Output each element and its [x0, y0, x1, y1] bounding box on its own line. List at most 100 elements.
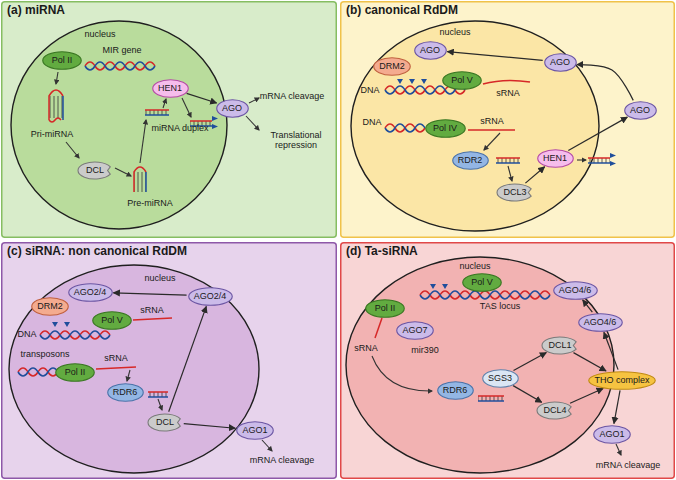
oval-outline	[553, 281, 597, 299]
oval-outline	[414, 41, 446, 59]
label-box: DNA	[362, 117, 381, 127]
oval-outline	[537, 149, 573, 167]
annotation-label: sRNA	[480, 116, 504, 126]
protein-label: HEN1	[543, 153, 567, 163]
oval-outline	[374, 57, 411, 75]
label-box: Pri-miRNA	[31, 129, 74, 139]
duplex-strand	[145, 109, 169, 111]
label-box: Translational repression	[260, 130, 332, 151]
protein-label: AGO	[550, 57, 570, 67]
duplex-strand	[588, 162, 610, 164]
annotation-label: Pre-miRNA	[127, 198, 173, 208]
ago-oval: AGO1	[593, 425, 631, 444]
base-pairs	[145, 110, 169, 115]
oval-outline	[32, 297, 69, 315]
annotation-label: mRNA cleavage	[260, 91, 325, 101]
base-pairs	[134, 172, 146, 192]
protein-label: AGO4/6	[559, 285, 592, 295]
ago-oval: AGO	[414, 41, 447, 60]
nucleus-label: nucleus	[459, 261, 490, 271]
oval-outline	[589, 371, 656, 389]
ago-oval: AGO1	[236, 421, 274, 440]
protein-label: AGO1	[599, 429, 624, 439]
protein-label: Pol V	[451, 75, 473, 85]
oval-outline	[43, 51, 82, 69]
oval-outline	[366, 299, 405, 317]
dicer-outline	[78, 162, 110, 179]
protein-label: Pol II	[65, 367, 86, 377]
panel-ground	[2, 243, 337, 479]
nucleus-outline	[346, 257, 614, 473]
protein-label: AGO	[630, 105, 650, 115]
panel-heading: (b) canonical RdDM	[346, 4, 458, 18]
annotation-label: sRNA	[496, 88, 520, 98]
protein-label: AGO2/4	[74, 287, 107, 297]
annotation-label: DNA	[360, 85, 379, 95]
nucleus-ellipse: nucleusDRM2AGOPol VAGOPol IVRDR2DCL3HEN1	[350, 20, 600, 232]
annotation-label: TAS locus	[480, 301, 520, 311]
panel-box-outline	[340, 242, 675, 479]
rdr-oval: RDR6	[437, 381, 474, 400]
nucleus-outline	[11, 21, 227, 229]
protein-label: AGO7	[402, 325, 427, 335]
nucleus-outline	[9, 265, 259, 473]
duplex-strand	[588, 157, 610, 159]
nucleus-outline	[351, 21, 599, 231]
ago-oval: AGO	[544, 53, 577, 72]
hen1-oval: HEN1	[152, 79, 189, 98]
label-box: sRNA	[104, 353, 128, 363]
protein-label: DCL	[156, 417, 174, 427]
protein-label: AGO2/4	[194, 291, 227, 301]
protein-label: HEN1	[158, 83, 182, 93]
protein-label: RDR2	[458, 155, 483, 165]
polymerase-shape: Pol IV	[425, 119, 466, 138]
nucleus-label: nucleus	[144, 273, 175, 283]
duplex-strand	[190, 120, 212, 122]
protein-label: AGO1	[242, 425, 267, 435]
nucleus-label: nucleus	[439, 27, 470, 37]
panel-ground	[2, 2, 337, 238]
panel-heading: (d) Ta-siRNA	[346, 245, 418, 259]
label-box: sRNA	[480, 116, 504, 126]
panel-heading: (a) miRNA	[7, 4, 65, 18]
ago-oval: AGO4/6	[553, 281, 598, 300]
label-box: sRNA	[354, 343, 378, 353]
label-box: mir390	[411, 345, 439, 355]
ago-oval: AGO7	[396, 321, 434, 340]
oval-outline	[482, 369, 518, 387]
protein-label: Pol IV	[433, 123, 457, 133]
protein-label: AGO	[420, 45, 440, 55]
duplex-strand	[148, 391, 168, 393]
oval-outline	[68, 283, 112, 301]
nucleus-ellipse: nucleusPol VAGO4/6Pol IIAGO7RDR6SGS3DCL1…	[345, 256, 615, 474]
duplex-strand	[148, 396, 168, 398]
drm2-oval: DRM2	[373, 57, 411, 76]
annotation-label: mRNA cleavage	[250, 455, 315, 465]
label-box: DNA	[360, 85, 379, 95]
duplex-strand	[478, 400, 504, 402]
oval-outline	[463, 273, 502, 291]
dicer-outline	[537, 402, 571, 419]
dicer-outline	[497, 184, 531, 201]
duplex-strand	[496, 157, 520, 159]
annotation-label: Pri-miRNA	[31, 129, 74, 139]
protein-label: SGS3	[488, 373, 512, 383]
duplex-strand	[496, 162, 520, 164]
dicer-outline	[148, 414, 180, 431]
protein-label: Pol II	[375, 303, 396, 313]
annotation-label: mRNA cleavage	[596, 460, 661, 470]
protein-label: Pol V	[101, 315, 123, 325]
annotation-label: MIR gene	[102, 45, 141, 55]
drm2-oval: DRM2	[31, 297, 69, 316]
protein-label: AGO4/6	[584, 317, 617, 327]
polymerase-shape: Pol V	[92, 311, 132, 330]
oval-outline	[107, 383, 143, 401]
panel-ground	[341, 2, 675, 238]
annotation-label: DNA	[17, 329, 36, 339]
oval-outline	[578, 313, 622, 331]
oval-outline	[216, 99, 248, 117]
sgs3-oval: SGS3	[482, 369, 519, 388]
ago-oval: AGO	[624, 101, 657, 120]
